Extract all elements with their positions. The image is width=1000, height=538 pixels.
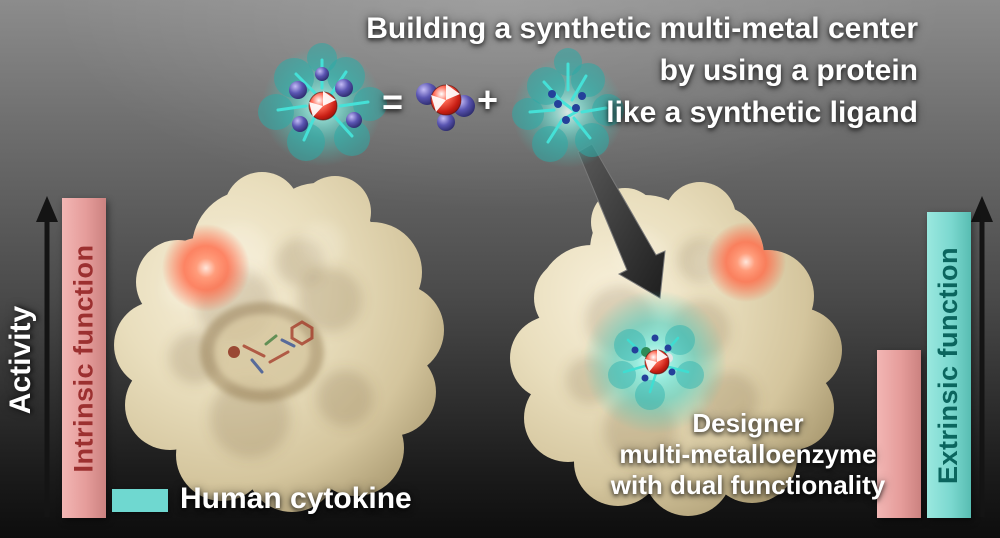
extrinsic-function-bar: Extrinsic function bbox=[927, 212, 971, 518]
caption-line-2: multi-metalloenzyme bbox=[619, 439, 877, 469]
equals-sign: = bbox=[382, 81, 404, 122]
plus-sign: + bbox=[477, 79, 499, 120]
left-protein-illustration bbox=[108, 166, 452, 518]
cytokine-binding-cavity bbox=[200, 302, 324, 402]
cytokine-color-swatch bbox=[112, 489, 168, 512]
transfer-arrow-icon bbox=[577, 143, 666, 299]
metal-cluster-molecule bbox=[416, 83, 475, 131]
title-line-1: Building a synthetic multi-metal center bbox=[366, 12, 918, 45]
left-red-glow-site bbox=[162, 224, 250, 312]
protein-ligand-molecule bbox=[512, 48, 624, 168]
right-axis-arrow-icon bbox=[971, 196, 993, 517]
right-red-glow-site bbox=[706, 222, 786, 302]
designer-enzyme-caption: Designer multi-metalloenzyme with dual f… bbox=[598, 408, 898, 501]
y-axis-label: Activity bbox=[4, 305, 37, 415]
title-line-3: like a synthetic ligand bbox=[606, 96, 918, 129]
extrinsic-function-bar-label: Extrinsic function bbox=[933, 246, 964, 484]
cavity-residue-sticks bbox=[242, 320, 314, 374]
caption-line-1: Designer bbox=[692, 408, 804, 438]
left-axis-arrow-icon bbox=[36, 196, 58, 517]
intrinsic-function-bar-right bbox=[877, 350, 921, 518]
caption-line-3: with dual functionality bbox=[610, 470, 886, 500]
title-line-2: by using a protein bbox=[659, 54, 918, 87]
active-site-metal-complex bbox=[583, 290, 727, 434]
figure-title: Building a synthetic multi-metal center … bbox=[366, 8, 918, 134]
human-cytokine-label: Human cytokine bbox=[180, 482, 412, 515]
product-complex-molecule bbox=[258, 43, 387, 166]
intrinsic-function-bar: Intrinsic function bbox=[62, 198, 106, 518]
intrinsic-function-bar-label: Intrinsic function bbox=[68, 244, 99, 472]
